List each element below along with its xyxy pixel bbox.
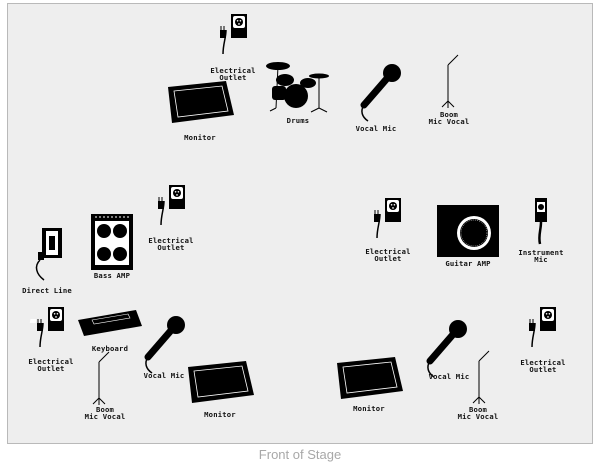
stage-plot-drawing [29, 14, 556, 406]
label-right-outlet: Electrical Outlet [520, 358, 566, 375]
left-boom-mic-icon [92, 351, 110, 406]
label-bass-outlet: Electrical Outlet [148, 236, 194, 253]
guitar-amp-icon [437, 205, 499, 257]
label-outlet-top: Electrical Outlet [210, 66, 256, 83]
label-right-boom: Boom Mic Vocal [457, 405, 499, 422]
left-outlet-icon [36, 307, 64, 348]
label-keyboard: Keyboard [91, 344, 129, 353]
right-boom-mic-icon [472, 350, 490, 405]
label-left-boom: Boom Mic Vocal [84, 405, 126, 422]
left-vocal-mic-icon [146, 316, 185, 373]
label-vocal-mic-top: Vocal Mic [355, 124, 397, 133]
label-boom-top: Boom Mic Vocal [428, 110, 470, 127]
direct-line-box-icon [35, 228, 62, 281]
label-right-vocal-mic: Vocal Mic [428, 372, 470, 381]
right-monitor-icon [336, 356, 404, 400]
label-instrument-mic: Instrument Mic [518, 248, 564, 265]
keyboard-icon [29, 310, 142, 336]
bass-amp-icon [91, 214, 133, 270]
instrument-mic-icon [535, 198, 547, 245]
front-of-stage-label: Front of Stage [258, 447, 342, 462]
label-left-monitor: Monitor [204, 410, 236, 419]
top-outlet-icon [219, 14, 247, 55]
label-right-monitor: Monitor [353, 404, 385, 413]
drum-kit-icon [266, 62, 329, 113]
left-monitor-icon [187, 360, 255, 404]
label-guitar-outlet: Electrical Outlet [365, 247, 411, 264]
top-monitor-icon [167, 80, 235, 124]
right-vocal-mic-icon [428, 320, 467, 377]
label-left-vocal-mic: Vocal Mic [143, 371, 185, 380]
top-vocal-mic-icon [362, 64, 401, 121]
label-bass-amp: Bass AMP [93, 271, 131, 280]
label-monitor-top: Monitor [184, 133, 216, 142]
guitar-outlet-icon [373, 198, 401, 239]
label-direct-line: Direct Line [22, 286, 72, 295]
bass-outlet-icon [157, 185, 185, 226]
top-boom-mic-icon [441, 54, 459, 109]
label-left-outlet: Electrical Outlet [28, 357, 74, 374]
label-guitar-amp: Guitar AMP [445, 259, 491, 268]
label-drums: Drums [286, 116, 310, 125]
stage-plot: Electrical Outlet Monitor Drums Vocal Mi… [7, 3, 593, 444]
right-outlet-icon [528, 307, 556, 348]
